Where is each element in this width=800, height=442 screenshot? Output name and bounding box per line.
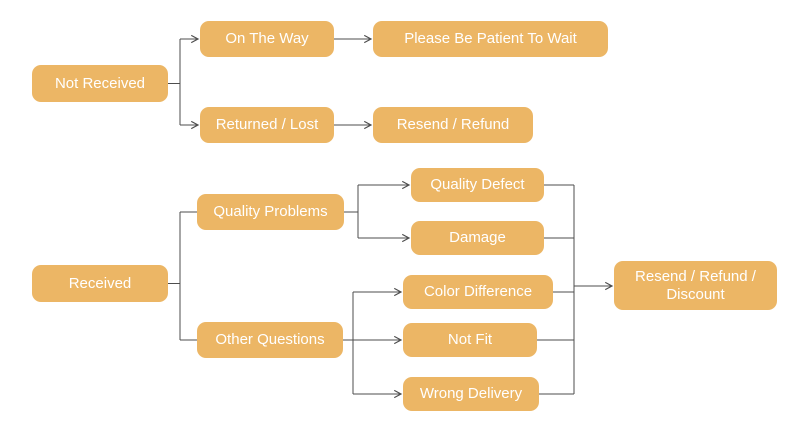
node-quality-defect: Quality Defect	[411, 168, 544, 202]
node-not-received: Not Received	[32, 65, 168, 102]
node-damage: Damage	[411, 221, 544, 255]
edge-received-branch	[168, 211, 197, 341]
node-other-questions: Other Questions	[197, 322, 343, 358]
edge-quality-problems-branch	[344, 180, 411, 243]
edge-other-questions-branch	[343, 287, 403, 399]
node-received-label: Received	[68, 274, 132, 292]
edge-collector-resend-discount	[537, 184, 614, 395]
node-not-received-label: Not Received	[54, 74, 146, 92]
node-color-difference: Color Difference	[403, 275, 553, 309]
node-resend-refund-label: Resend / Refund	[396, 116, 510, 133]
node-color-difference-label: Color Difference	[423, 283, 533, 300]
node-damage-label: Damage	[449, 229, 506, 246]
edge-not-received-branch	[168, 34, 200, 130]
node-quality-defect-label: Quality Defect	[430, 176, 525, 193]
node-resend-refund-discount: Resend / Refund / Discount	[614, 261, 777, 310]
node-please-be-patient-label: Please Be Patient To Wait	[404, 30, 577, 47]
node-returned-lost-label: Returned / Lost	[215, 116, 319, 133]
node-on-the-way-label: On The Way	[225, 30, 309, 47]
node-returned-lost: Returned / Lost	[200, 107, 334, 143]
node-not-fit: Not Fit	[403, 323, 537, 357]
node-other-questions-label: Other Questions	[215, 331, 325, 348]
node-wrong-delivery-label: Wrong Delivery	[419, 385, 523, 402]
node-received: Received	[32, 265, 168, 302]
node-please-be-patient: Please Be Patient To Wait	[373, 21, 608, 57]
node-quality-problems-label: Quality Problems	[213, 203, 328, 220]
node-resend-refund-discount-label: Resend / Refund / Discount	[635, 267, 756, 303]
node-not-fit-label: Not Fit	[447, 331, 493, 348]
node-quality-problems: Quality Problems	[197, 194, 344, 230]
node-wrong-delivery: Wrong Delivery	[403, 377, 539, 411]
node-on-the-way: On The Way	[200, 21, 334, 57]
node-resend-refund: Resend / Refund	[373, 107, 533, 143]
